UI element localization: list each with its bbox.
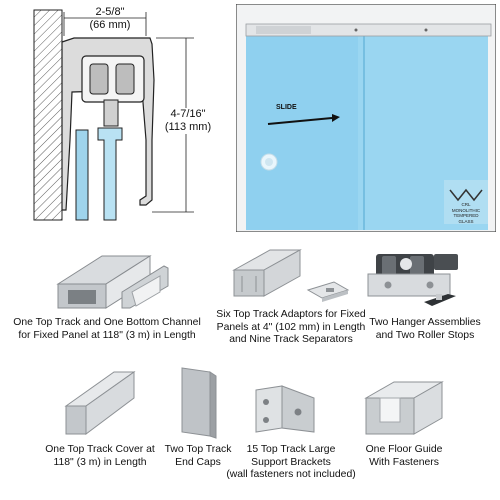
slide-arrow xyxy=(267,117,333,125)
end-caps-image xyxy=(176,364,220,440)
height-metric: (113 mm) xyxy=(164,121,212,133)
part-caption: One Top Track and One Bottom Channel for… xyxy=(0,317,214,342)
sliding-glass-panel xyxy=(97,127,123,221)
fixed-glass xyxy=(246,34,364,230)
caption-line: Panels at 4" (102 mm) in Length xyxy=(216,321,366,333)
caption-line: One Floor Guide xyxy=(365,444,443,455)
track-section-drawing: 2-5/8" (66 mm) 4-7/16" (113 mm) xyxy=(0,0,230,232)
caption-line: 15 Top Track Large xyxy=(246,444,336,455)
support-brackets-image xyxy=(252,382,320,436)
logo-line: TEMPERED xyxy=(453,213,479,218)
caption-line: Two Hanger Assemblies xyxy=(369,317,481,328)
crl-logo-mark xyxy=(449,188,483,202)
caption-line: for Fixed Panel at 118" (3 m) in Length xyxy=(18,329,196,341)
caption-line: (wall fasteners not included) xyxy=(226,469,356,480)
top-track-bottom-channel-image xyxy=(40,246,170,314)
caption-line: Support Brackets xyxy=(251,456,331,468)
fixed-glass-panel xyxy=(75,129,89,221)
slide-label: SLIDE xyxy=(276,104,297,111)
caption-line: Six Top Track Adaptors for Fixed xyxy=(216,309,366,320)
hanger-assemblies-image xyxy=(362,244,472,316)
floor-guide-image xyxy=(360,372,448,438)
height-imperial: 4-7/16" xyxy=(170,108,206,120)
caption-line: End Caps xyxy=(175,456,221,468)
track-adaptors-separators-image xyxy=(230,246,356,310)
caption-line: One Top Track Cover at xyxy=(45,444,155,455)
top-track-cover-image xyxy=(62,366,138,438)
part-caption: One Floor Guide With Fasteners xyxy=(344,444,464,469)
part-caption: Six Top Track Adaptors for Fixed Panels … xyxy=(206,309,376,347)
wall xyxy=(33,9,63,221)
part-caption: One Top Track Cover at 118" (3 m) in Len… xyxy=(30,444,170,469)
caption-line: 118" (3 m) in Length xyxy=(53,456,147,468)
caption-line: With Fasteners xyxy=(369,456,439,468)
logo-line: CRL xyxy=(461,202,471,207)
hanger-bolt xyxy=(103,99,119,127)
width-metric: (66 mm) xyxy=(89,19,131,31)
width-dimension-label: 2-5/8" (66 mm) xyxy=(84,6,136,32)
roller-right xyxy=(115,63,135,95)
roller-left xyxy=(89,63,109,95)
part-caption: 15 Top Track Large Support Brackets (wal… xyxy=(226,444,356,482)
installed-door-photo: SLIDE CRL MONOLITHIC TEMPERED GLASS xyxy=(235,3,497,233)
caption-line: Two Top Track xyxy=(164,444,232,455)
height-dimension-label: 4-7/16" (113 mm) xyxy=(160,108,216,134)
logo-line: MONOLITHIC xyxy=(451,207,481,213)
logo-line: GLASS xyxy=(458,218,474,224)
caption-line: and Nine Track Separators xyxy=(229,334,353,345)
caption-line: One Top Track and One Bottom Channel xyxy=(13,317,201,328)
part-caption: Two Hanger Assemblies and Two Roller Sto… xyxy=(352,317,498,342)
glass-logo: CRL MONOLITHIC TEMPERED GLASS xyxy=(442,202,490,224)
width-imperial: 2-5/8" xyxy=(95,6,125,18)
caption-line: and Two Roller Stops xyxy=(375,329,475,341)
part-caption: Two Top Track End Caps xyxy=(146,444,250,469)
section-diagram xyxy=(33,9,194,221)
